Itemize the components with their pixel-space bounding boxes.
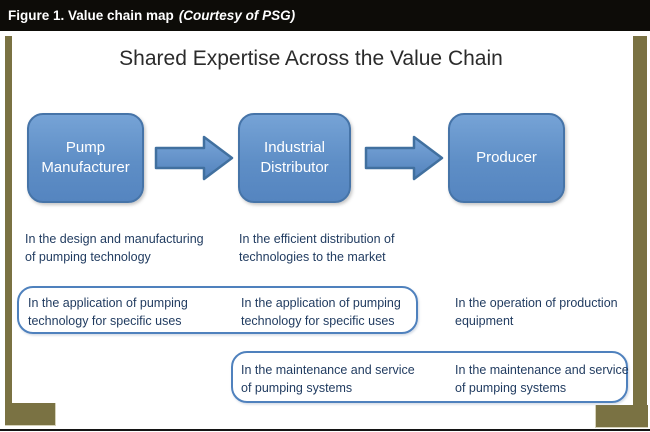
shared-expertise-outline-row3 [231,351,628,403]
note-design-manufacturing: In the design and manufacturing of pumpi… [25,232,204,265]
node-producer: Producer [448,113,565,203]
note-application-pumping-1: In the application of pumping technology… [28,296,188,329]
frame-left-corner [5,403,56,426]
note-maintenance-service-1: In the maintenance and service of pumpin… [241,363,415,396]
frame-right-rule [633,36,647,427]
frame-right-corner [595,405,648,428]
frame-left-rule [5,36,12,425]
arrow-right-icon [154,135,234,181]
note-maintenance-service-2: In the maintenance and service of pumpin… [455,363,629,396]
shared-expertise-outline-row2 [17,286,418,334]
note-application-pumping-2: In the application of pumping technology… [241,296,401,329]
note-operation-production: In the operation of production equipment [455,296,618,329]
node-industrial-distributor: Industrial Distributor [238,113,351,203]
figure-caption-label: Figure 1. Value chain map [8,8,174,23]
frame-bottom-rule [0,429,650,431]
diagram-title: Shared Expertise Across the Value Chain [119,47,503,70]
figure-caption-credit: (Courtesy of PSG) [178,8,296,23]
arrow-right-icon [364,135,444,181]
figure-caption-bar: Figure 1. Value chain map (Courtesy of P… [0,0,650,31]
node-pump-manufacturer: Pump Manufacturer [27,113,144,203]
note-efficient-distribution: In the efficient distribution of technol… [239,232,395,265]
